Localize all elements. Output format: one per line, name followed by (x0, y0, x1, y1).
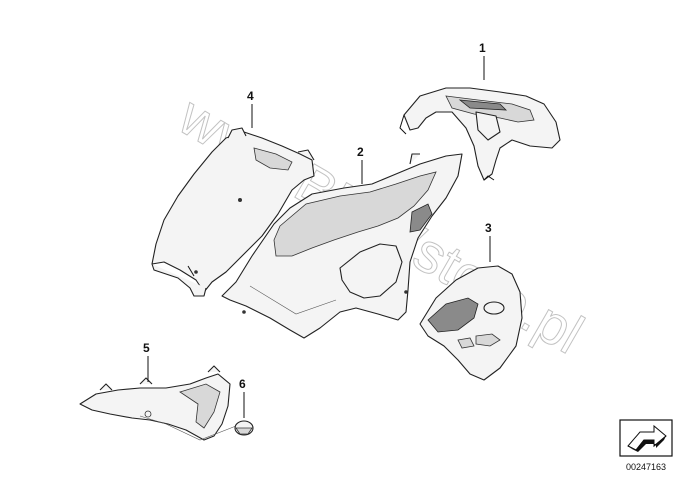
callout-3: 3 (485, 221, 492, 235)
callout-1: 1 (479, 41, 486, 55)
part-5-belly-pan[interactable] (79, 365, 237, 441)
callout-6: 6 (239, 377, 246, 391)
callout-2: 2 (357, 145, 364, 159)
reference-number: 00247163 (626, 462, 666, 472)
part-4-side-panel[interactable] (151, 127, 315, 297)
part-3-vent-cover[interactable] (419, 265, 523, 381)
callout-4: 4 (247, 89, 254, 103)
part-6-cap[interactable] (234, 420, 254, 436)
part-2-main-fairing[interactable] (221, 153, 463, 339)
part-1-upper-cover[interactable] (399, 87, 561, 181)
reference-box: 00247163 (619, 419, 673, 472)
callout-5: 5 (143, 341, 150, 355)
arrow-icon (627, 424, 667, 452)
